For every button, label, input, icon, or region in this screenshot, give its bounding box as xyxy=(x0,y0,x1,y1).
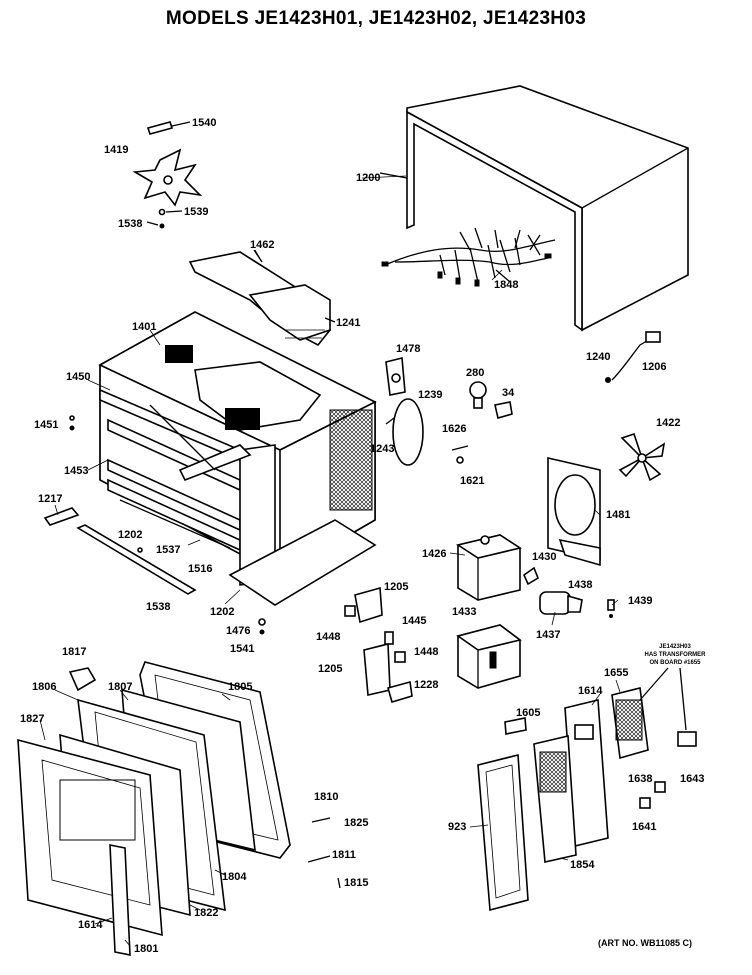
transformer-note: JE1423H03 HAS TRANSFORMER ON BOARD #1655 xyxy=(645,644,707,666)
part-label-1401: 1401 xyxy=(132,321,156,333)
part-label-1605: 1605 xyxy=(516,707,540,719)
stirrer-fan-drawing xyxy=(132,121,203,229)
part-label-1614-handle: 1614 xyxy=(78,919,103,931)
part-label-1205-bottom: 1205 xyxy=(318,663,342,675)
oven-cavity-drawing xyxy=(98,311,377,606)
part-label-1817: 1817 xyxy=(62,646,86,658)
part-label-1801: 1801 xyxy=(134,943,158,955)
part-label-1538-top: 1538 xyxy=(118,218,142,230)
part-label-1445: 1445 xyxy=(402,615,426,627)
part-label-1621: 1621 xyxy=(460,475,484,487)
part-label-1205-top: 1205 xyxy=(384,581,408,593)
part-label-1540: 1540 xyxy=(192,117,216,129)
part-label-1217: 1217 xyxy=(38,493,62,505)
part-label-1643: 1643 xyxy=(680,773,704,785)
control-panel-drawing xyxy=(477,667,697,912)
part-label-1438: 1438 xyxy=(568,579,592,591)
part-label-1848: 1848 xyxy=(494,279,518,291)
part-label-1516: 1516 xyxy=(188,563,212,575)
part-label-1822: 1822 xyxy=(194,907,218,919)
outer-case-drawing xyxy=(379,85,689,332)
part-label-1453: 1453 xyxy=(64,465,88,477)
part-label-1437: 1437 xyxy=(536,629,560,641)
part-label-1641: 1641 xyxy=(632,821,656,833)
wiring-harness-drawing xyxy=(381,227,556,287)
part-label-1854: 1854 xyxy=(570,859,595,871)
part-label-1806: 1806 xyxy=(32,681,56,693)
part-label-1422: 1422 xyxy=(656,417,680,429)
part-label-1202-left: 1202 xyxy=(118,529,142,541)
part-label-1827: 1827 xyxy=(20,713,44,725)
part-label-923: 923 xyxy=(448,821,466,833)
part-label-1206: 1206 xyxy=(642,361,666,373)
part-label-1539: 1539 xyxy=(184,206,208,218)
part-label-1538-bottom: 1538 xyxy=(146,601,170,613)
diagram-title: MODELS JE1423H01, JE1423H02, JE1423H03 xyxy=(165,8,587,29)
part-label-1202-bottom: 1202 xyxy=(210,606,234,618)
part-label-1228: 1228 xyxy=(414,679,438,691)
part-label-1614-panel: 1614 xyxy=(578,685,603,697)
part-label-1240: 1240 xyxy=(586,351,610,363)
art-number: (ART NO. WB11085 C) xyxy=(598,938,693,948)
part-label-1626: 1626 xyxy=(442,423,466,435)
part-label-1541: 1541 xyxy=(230,643,254,655)
part-label-1439: 1439 xyxy=(628,595,652,607)
part-label-1638: 1638 xyxy=(628,773,652,785)
right-components-drawing xyxy=(344,331,666,703)
part-label-1815: 1815 xyxy=(344,877,368,889)
part-label-1450: 1450 xyxy=(66,371,90,383)
part-label-1537: 1537 xyxy=(156,544,180,556)
part-label-1476: 1476 xyxy=(226,625,250,637)
part-label-34: 34 xyxy=(502,387,515,399)
part-label-1448-right: 1448 xyxy=(414,646,438,658)
part-label-1810: 1810 xyxy=(314,791,338,803)
part-label-1426: 1426 xyxy=(422,548,446,560)
note-line-2: HAS TRANSFORMER xyxy=(645,652,707,658)
part-label-1805: 1805 xyxy=(228,681,252,693)
part-label-1451: 1451 xyxy=(34,419,58,431)
part-label-1448-left: 1448 xyxy=(316,631,340,643)
part-labels: 1540 1419 1539 1538 1200 1848 1462 1241 … xyxy=(20,117,704,955)
part-label-280: 280 xyxy=(466,367,484,379)
part-label-1807: 1807 xyxy=(108,681,132,693)
note-line-1: JE1423H03 xyxy=(659,644,691,650)
part-label-1481: 1481 xyxy=(606,509,630,521)
part-label-1462: 1462 xyxy=(250,239,274,251)
part-label-1825: 1825 xyxy=(344,817,368,829)
part-label-1433: 1433 xyxy=(452,606,476,618)
part-label-1419: 1419 xyxy=(104,144,128,156)
part-label-1655: 1655 xyxy=(604,667,628,679)
part-label-1239: 1239 xyxy=(418,389,442,401)
leader-lines xyxy=(39,175,621,947)
part-label-1478: 1478 xyxy=(396,343,420,355)
cavity-small-parts-drawing xyxy=(43,415,266,635)
part-label-1241: 1241 xyxy=(336,317,360,329)
part-label-1243: 1243 xyxy=(370,443,394,455)
door-assembly-drawing xyxy=(17,661,341,956)
part-label-1804: 1804 xyxy=(222,871,247,883)
part-label-1200: 1200 xyxy=(356,172,380,184)
part-label-1430: 1430 xyxy=(532,551,556,563)
air-duct-drawing xyxy=(188,249,336,347)
part-label-1811: 1811 xyxy=(332,849,356,861)
note-line-3: ON BOARD #1655 xyxy=(649,660,701,666)
